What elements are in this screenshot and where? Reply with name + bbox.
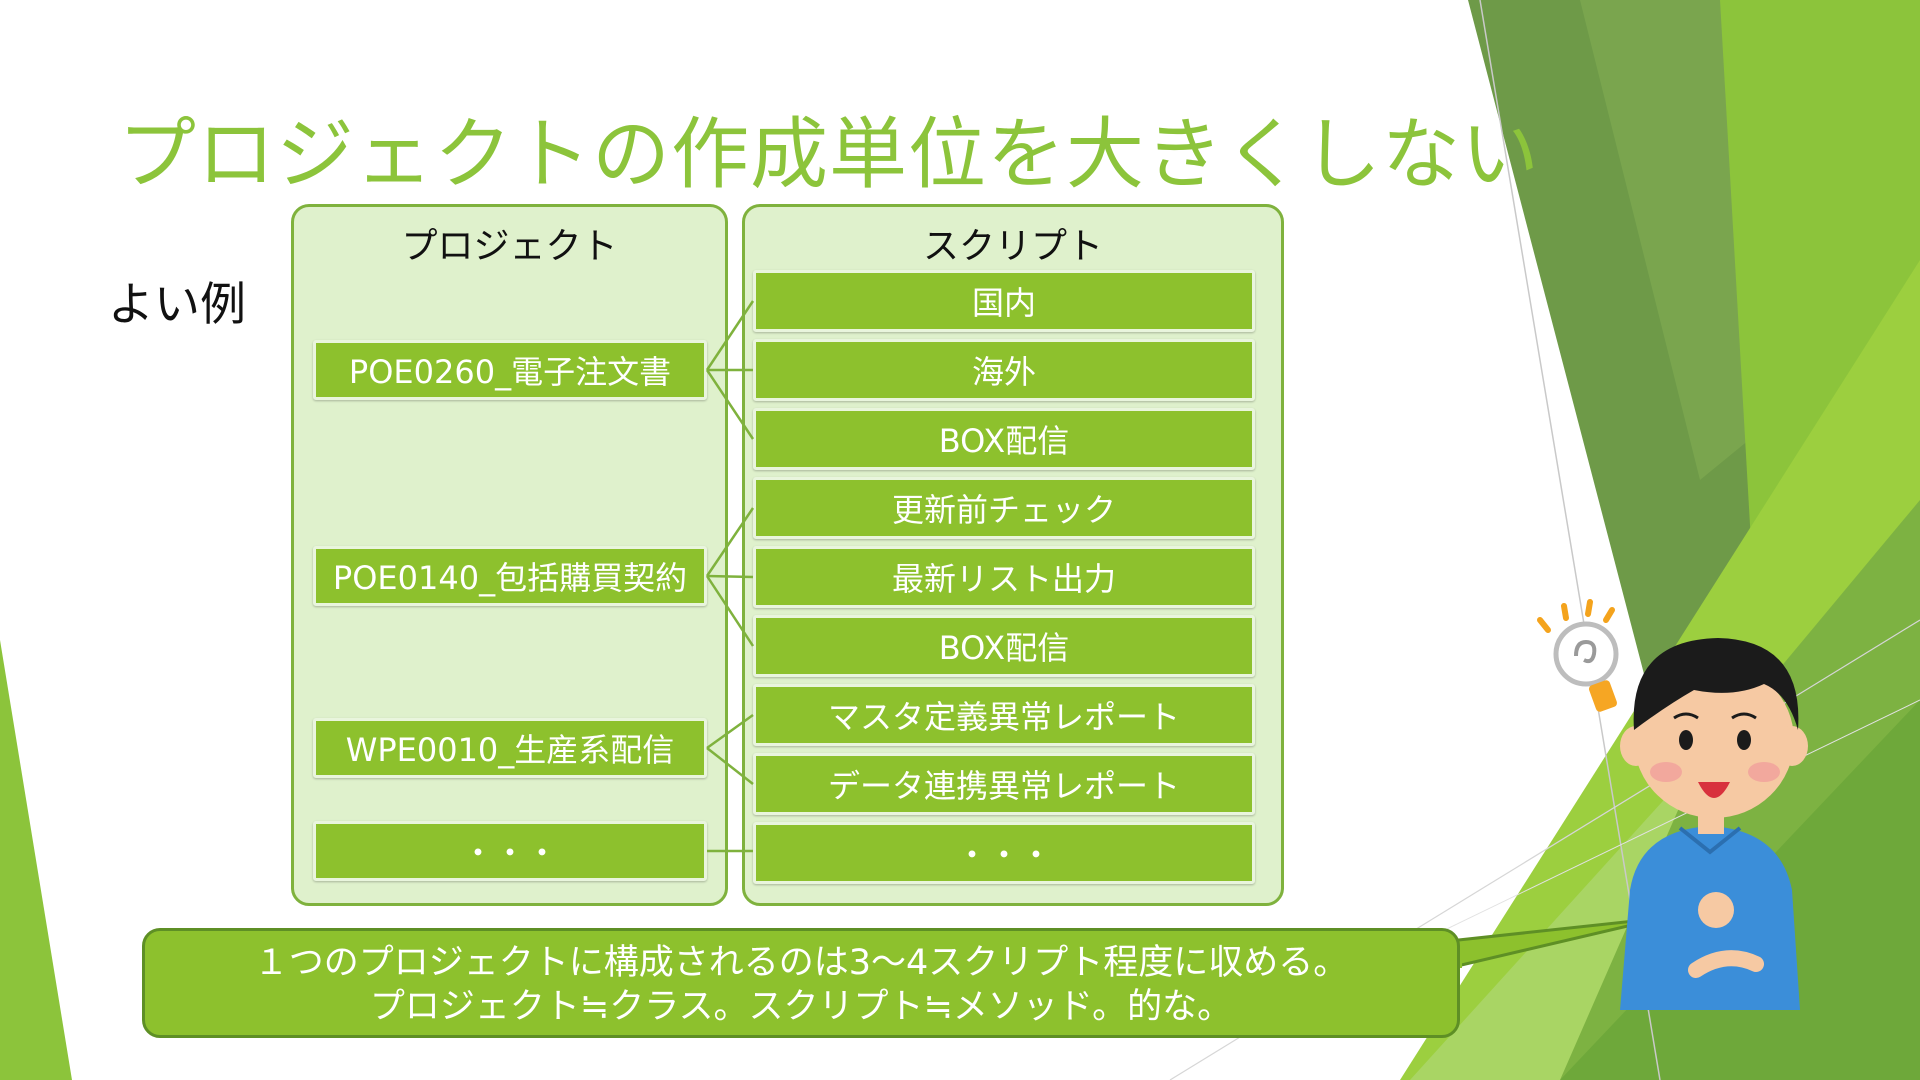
project-item[interactable]: POE0140_包括購買契約 <box>313 546 707 606</box>
script-item[interactable]: マスタ定義異常レポート <box>753 684 1255 746</box>
project-item[interactable]: POE0260_電子注文書 <box>313 340 707 400</box>
bg-shape <box>0 640 72 1080</box>
script-item[interactable]: BOX配信 <box>753 408 1255 470</box>
callout-line-2: プロジェクト≒クラス。スクリプト≒メソッド。的な。 <box>145 985 1457 1029</box>
callout-line-1: １つのプロジェクトに構成されるのは3～4スクリプト程度に収める。 <box>145 941 1457 985</box>
script-item[interactable]: 最新リスト出力 <box>753 546 1255 608</box>
script-item[interactable]: 更新前チェック <box>753 477 1255 539</box>
script-item[interactable]: 国内 <box>753 270 1255 332</box>
example-label: よい例 <box>108 268 246 334</box>
script-item[interactable]: 海外 <box>753 339 1255 401</box>
page-title: プロジェクトの作成単位を大きくしない <box>118 92 1540 204</box>
project-item[interactable]: WPE0010_生産系配信 <box>313 718 707 778</box>
script-item[interactable]: ・・・ <box>753 822 1255 884</box>
summary-callout: １つのプロジェクトに構成されるのは3～4スクリプト程度に収める。 プロジェクト≒… <box>142 928 1460 1038</box>
script-item[interactable]: BOX配信 <box>753 615 1255 677</box>
scripts-panel-header: スクリプト <box>745 217 1281 269</box>
projects-panel-header: プロジェクト <box>294 217 725 269</box>
project-item[interactable]: ・・・ <box>313 821 707 881</box>
script-item[interactable]: データ連携異常レポート <box>753 753 1255 815</box>
person-idea-icon <box>1520 590 1830 1010</box>
